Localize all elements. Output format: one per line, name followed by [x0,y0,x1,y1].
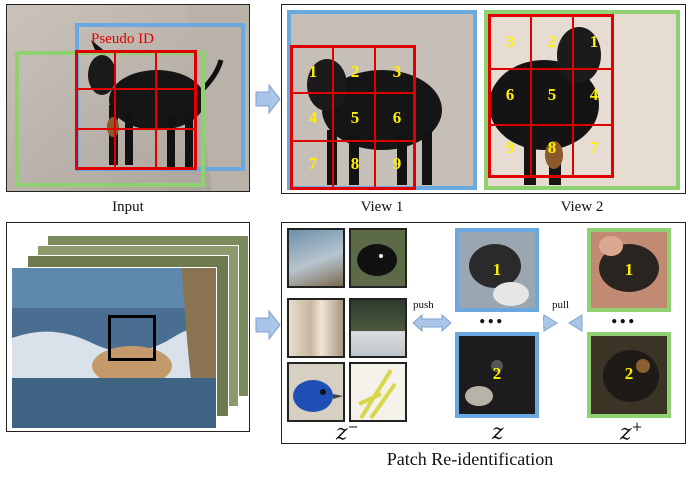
view2-caption: View 2 [560,199,604,215]
z-minus-label: z− [336,420,359,446]
view2-cell-number: 2 [547,32,557,51]
negative-patch-bird-head [349,228,407,288]
turtle-photo [11,267,217,429]
pseudo-id-grid [75,50,197,170]
view2-cell-number: 7 [589,138,599,157]
image-stack-panel [6,222,250,432]
positive-ellipsis: ... [611,300,637,329]
positive-patch-2 [587,332,671,418]
view2-cell-number: 4 [589,85,599,104]
grid-line [290,45,416,142]
positive-number-2: 2 [624,364,634,383]
input-photo [7,5,249,191]
view1-caption: View 1 [360,199,404,215]
view1-cell-number: 4 [308,108,318,127]
view2-cell-number: 1 [589,32,599,51]
positive-number-1: 1 [624,260,634,279]
pull-arrow-icon [543,314,583,332]
view2-image: 3 2 1 6 5 4 9 8 7 [484,10,680,190]
grid-line [488,14,532,178]
negative-patch-water [287,228,345,288]
view1-cell-number: 1 [308,62,318,81]
patch-box [108,315,156,361]
view2-grid [488,14,614,178]
patch-reid-caption: Patch Re-identification [386,449,554,469]
anchor-number-1: 1 [492,260,502,279]
view2-cell-number: 9 [505,138,515,157]
view1-cell-number: 9 [392,154,402,173]
grid-line [75,50,197,90]
grid-line [75,50,116,170]
arrow-right-icon [255,84,281,114]
push-label: push [413,299,434,311]
grid-line [488,14,574,178]
negative-patch-legs [287,298,345,358]
input-caption: Input [112,199,144,215]
view2-cell-number: 5 [547,85,557,104]
view1-grid [290,45,416,190]
negative-patch-plant [349,362,407,422]
input-panel: Pseudo ID [6,4,250,192]
grid-line [75,50,157,170]
negative-patch-blue-bird [287,362,345,422]
view2-crop-box [15,51,205,187]
anchor-patch-2 [455,332,539,418]
pull-label: pull [552,299,570,311]
view1-cell-number: 8 [350,154,360,173]
view1-cell-number: 2 [350,62,360,81]
grid-line [488,14,614,126]
grid-line [75,50,197,130]
grid-line [290,45,376,190]
view2-cell-number: 8 [547,138,557,157]
view1-cell-number: 3 [392,62,402,81]
arrow-right-icon [255,310,281,340]
view2-cell-number: 3 [505,32,515,51]
positive-patch-1 [587,228,671,312]
grid-line [290,45,334,190]
view2-cell-number: 6 [505,85,515,104]
pseudo-id-label: Pseudo ID [91,31,154,47]
view1-cell-number: 7 [308,154,318,173]
z-plus-label: z+ [620,420,643,446]
anchor-ellipsis: ... [479,300,505,329]
anchor-number-2: 2 [492,364,502,383]
negative-patch-car [349,298,407,358]
view1-cell-number: 6 [392,108,402,127]
push-arrow-icon [412,313,452,333]
view2-border [484,10,680,190]
view1-image: 1 2 3 4 5 6 7 8 9 [287,10,477,190]
grid-line [488,14,614,70]
view1-cell-number: 5 [350,108,360,127]
grid-line [290,45,416,94]
z-label: z [492,420,504,445]
anchor-patch-1 [455,228,539,312]
